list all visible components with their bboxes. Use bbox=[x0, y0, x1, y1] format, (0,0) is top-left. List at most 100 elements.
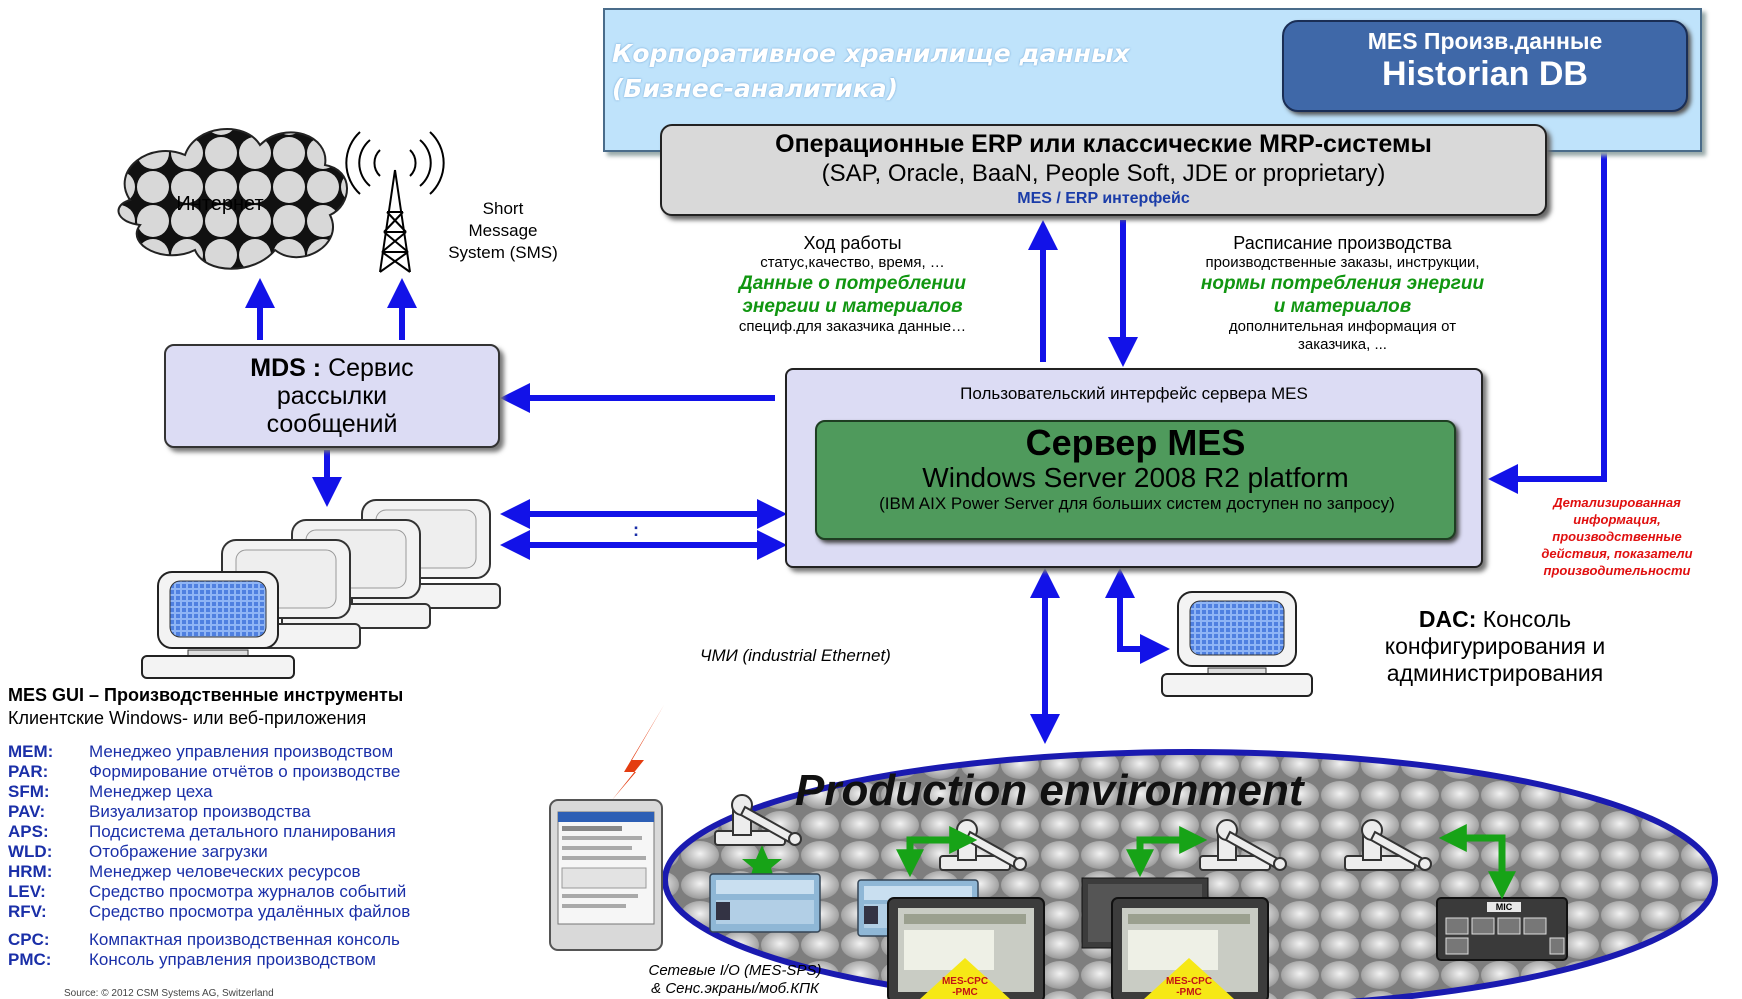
legend-text: Менеджео управления производством bbox=[89, 742, 394, 761]
mic-label: MIC bbox=[1495, 902, 1513, 912]
legend-text: Консоль управления производством bbox=[89, 950, 376, 969]
legend-code: SFM: bbox=[8, 782, 50, 801]
detail-line1: Детализированная bbox=[1553, 495, 1681, 510]
schedule-line2: дополнительная информация от bbox=[1228, 318, 1457, 335]
dac-line1: Консоль bbox=[1476, 606, 1572, 632]
mds-prefix: MDS : bbox=[250, 354, 322, 382]
legend-code: APS: bbox=[8, 822, 49, 841]
badge-cpc-2 bbox=[1144, 958, 1234, 999]
progress-title: Ход работы bbox=[803, 233, 902, 253]
robot-4 bbox=[1344, 819, 1432, 871]
legend-code: PAR: bbox=[8, 762, 49, 781]
warehouse-title-line2: (Бизнес-аналитика) bbox=[612, 74, 899, 103]
legend-text: Менеджер человеческих ресурсов bbox=[89, 862, 361, 881]
dac-prefix: DAC: bbox=[1418, 606, 1477, 632]
sms-tower bbox=[345, 131, 445, 273]
legend-item: RFV:Средство просмотра удалённых файлов bbox=[8, 902, 410, 922]
robot-3 bbox=[1199, 819, 1287, 871]
green-arrow-3 bbox=[1438, 824, 1516, 900]
schedule-line1: производственные заказы, инструкции, bbox=[1205, 254, 1480, 271]
schedule-green2: и материалов bbox=[1273, 296, 1412, 317]
legend-item: HRM:Менеджер человеческих ресурсов bbox=[8, 862, 361, 882]
legend-item: CPC: Компактная производственная консоль bbox=[8, 930, 400, 950]
schedule-title: Расписание производства bbox=[1233, 233, 1452, 253]
erp-title: Операционные ERP или классические MRP-си… bbox=[775, 130, 1432, 158]
sms-line3: System (SMS) bbox=[448, 243, 558, 262]
mes-server-platform: Windows Server 2008 R2 platform bbox=[922, 462, 1349, 493]
erp-interface-label: MES / ERP интерфейс bbox=[1017, 190, 1190, 207]
progress-line1: статус,качество, время, … bbox=[760, 254, 945, 271]
warehouse-title-line1: Корпоративное хранилище данных bbox=[612, 39, 1130, 68]
erp-box: Операционные ERP или классические MRP-си… bbox=[660, 124, 1547, 216]
schedule-green1: нормы потребления энергии bbox=[1200, 273, 1485, 294]
mds-line3: сообщений bbox=[266, 410, 398, 438]
legend-code: WLD: bbox=[8, 842, 53, 861]
historian-subtitle: MES Произв.данные bbox=[1367, 28, 1603, 54]
legend-code: PMC: bbox=[8, 950, 52, 969]
progress-line2: специф.для заказчика данные… bbox=[738, 318, 967, 335]
legend-item: WLD:Отображение загрузки bbox=[8, 842, 268, 862]
badge-2-line1: MES-CPC bbox=[1165, 976, 1213, 987]
mes-server-ibm-note: (IBM AIX Power Server для больших систем… bbox=[879, 494, 1395, 513]
legend-code: CPC: bbox=[8, 930, 50, 949]
legend-subtitle: Клиентские Windows- или веб-приложения bbox=[8, 708, 367, 728]
badge-cpc-2-label: MES-CPC -PMC bbox=[1149, 976, 1229, 998]
legend-item: PAV: Визуализатор производства bbox=[8, 802, 311, 822]
network-io-label: Сетевые I/O (MES-SPS) & Сенс.экраны/моб.… bbox=[610, 962, 860, 998]
historian-title: Historian DB bbox=[1382, 55, 1588, 93]
legend-code: PAV: bbox=[8, 802, 46, 821]
pda-device bbox=[549, 799, 663, 951]
touch-panel-1 bbox=[887, 897, 1045, 999]
legend-item: PAR:Формирование отчётов о производстве bbox=[8, 762, 400, 782]
mes-server-title: Сервер MES bbox=[1025, 422, 1246, 463]
legend-item: MEM: Менеджео управления производством bbox=[8, 742, 393, 762]
legend-item: PMC: Консоль управления производством bbox=[8, 950, 376, 970]
sms-line1: Short bbox=[482, 199, 524, 218]
client-computers bbox=[141, 499, 501, 679]
mes-server-box: Сервер MES Windows Server 2008 R2 platfo… bbox=[815, 420, 1456, 540]
dac-line3: администрирования bbox=[1386, 660, 1604, 686]
dac-computer bbox=[1161, 591, 1313, 697]
legend-item: APS: Подсистема детального планирования bbox=[8, 822, 396, 842]
legend-item: SFM: Менеджер цеха bbox=[8, 782, 213, 802]
touch-panel-2 bbox=[1111, 897, 1269, 999]
schedule-line3: заказчика, ... bbox=[1298, 336, 1387, 353]
mes-ui-title: Пользовательский интерфейс сервера MES bbox=[960, 384, 1308, 403]
detail-line3: производственные bbox=[1552, 529, 1682, 544]
star-icon bbox=[742, 845, 782, 882]
dac-label: DAC: Консоль конфигурирования и админист… bbox=[1340, 606, 1650, 687]
lightning-icon bbox=[612, 705, 664, 800]
legend-text: Компактная производственная консоль bbox=[89, 930, 400, 949]
progress-green1: Данные о потреблении bbox=[738, 273, 967, 294]
internet-label: Интернет bbox=[176, 193, 264, 215]
mic-panel bbox=[1436, 897, 1568, 961]
data-warehouse-title: Корпоративное хранилище данных (Бизнес-а… bbox=[612, 36, 1312, 106]
io-module-1 bbox=[709, 873, 821, 933]
legend-text: Подсистема детального планирования bbox=[89, 822, 396, 841]
erp-subtitle: (SAP, Oracle, BaaN, People Soft, JDE or … bbox=[821, 160, 1386, 187]
legend-text: Средство просмотра удалённых файлов bbox=[89, 902, 411, 921]
badge-1-line1: MES-CPC bbox=[941, 976, 989, 987]
progress-green2: энергии и материалов bbox=[742, 296, 963, 317]
mds-line2: рассылки bbox=[276, 382, 388, 410]
network-line1: Сетевые I/O (MES-SPS) bbox=[648, 962, 822, 979]
arrow-detail-historian bbox=[1488, 114, 1619, 494]
sms-line2: Message bbox=[468, 221, 538, 240]
detail-line4: действия, показатели bbox=[1541, 546, 1693, 561]
legend-code: LEV: bbox=[8, 882, 46, 901]
mds-box: MDS : Сервис рассылки сообщений bbox=[164, 344, 500, 448]
sms-label: Short Message System (SMS) bbox=[428, 198, 578, 264]
legend-title: MES GUI – Производственные инструменты bbox=[8, 685, 404, 705]
badge-1-line2: -PMC bbox=[952, 987, 978, 998]
badge-cpc-1 bbox=[920, 958, 1010, 999]
source-note: Source: © 2012 CSM Systems AG, Switzerla… bbox=[64, 988, 274, 999]
internet-cloud bbox=[117, 128, 348, 270]
legend-text: Менеджер цеха bbox=[89, 782, 213, 801]
legend-item: LEV: Средство просмотра журналов событий bbox=[8, 882, 406, 902]
legend-code: MEM: bbox=[8, 742, 54, 761]
legend-text: Средство просмотра журналов событий bbox=[89, 882, 407, 901]
detail-line5: производительности bbox=[1543, 563, 1691, 578]
legend-text: Визуализатор производства bbox=[89, 802, 311, 821]
mds-line1: Сервис bbox=[321, 354, 414, 382]
